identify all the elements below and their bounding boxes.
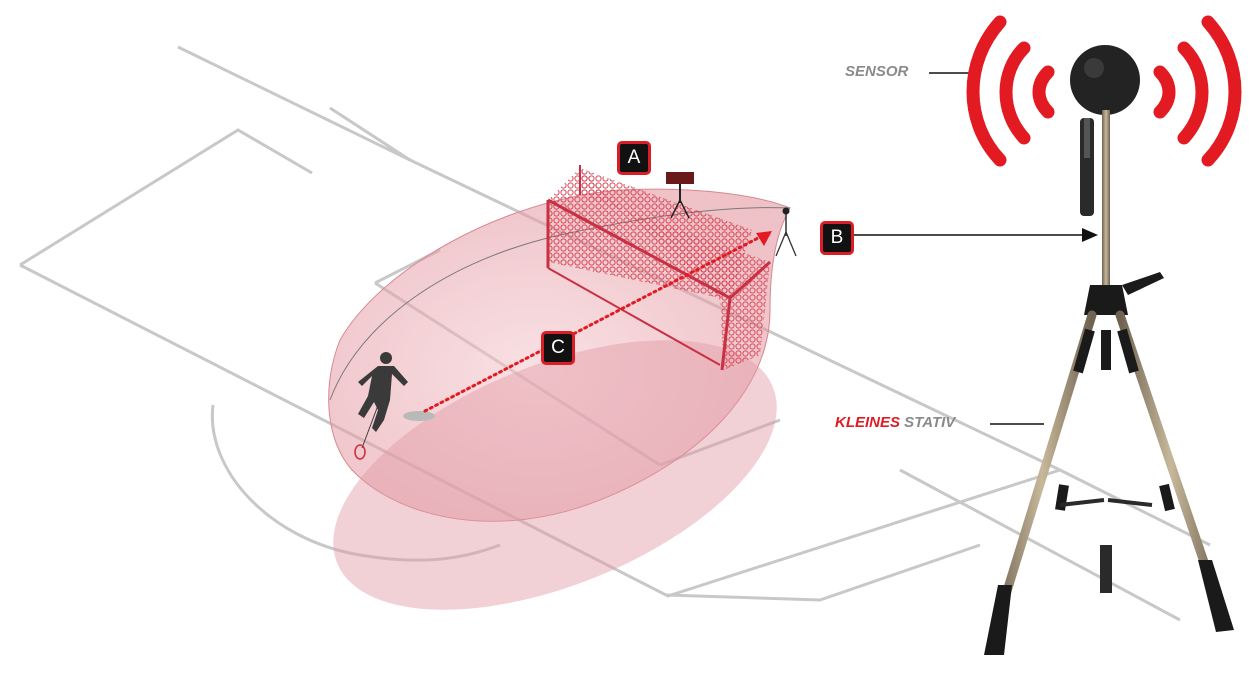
marker-a: A [617, 141, 651, 175]
stativ-label: KLEINES STATIV [835, 414, 955, 431]
marker-c: C [541, 331, 575, 365]
scoreboard-on-tripod-icon [666, 172, 694, 219]
marker-b: B [820, 221, 854, 255]
small-sensor-tripod-icon [775, 207, 797, 257]
sensor-label: SENSOR [845, 63, 908, 80]
stativ-label-rest: STATIV [900, 414, 956, 431]
b-connector-arrow [854, 228, 1098, 242]
stativ-label-highlight: KLEINES [835, 414, 901, 431]
sensor-ball-icon [1070, 45, 1140, 115]
signal-waves-icon [966, 15, 1242, 167]
sensor-on-tripod-icon [984, 45, 1234, 655]
distance-line [423, 231, 772, 413]
player-silhouette-icon [354, 352, 435, 460]
sensor-label-text: SENSOR [845, 63, 909, 80]
